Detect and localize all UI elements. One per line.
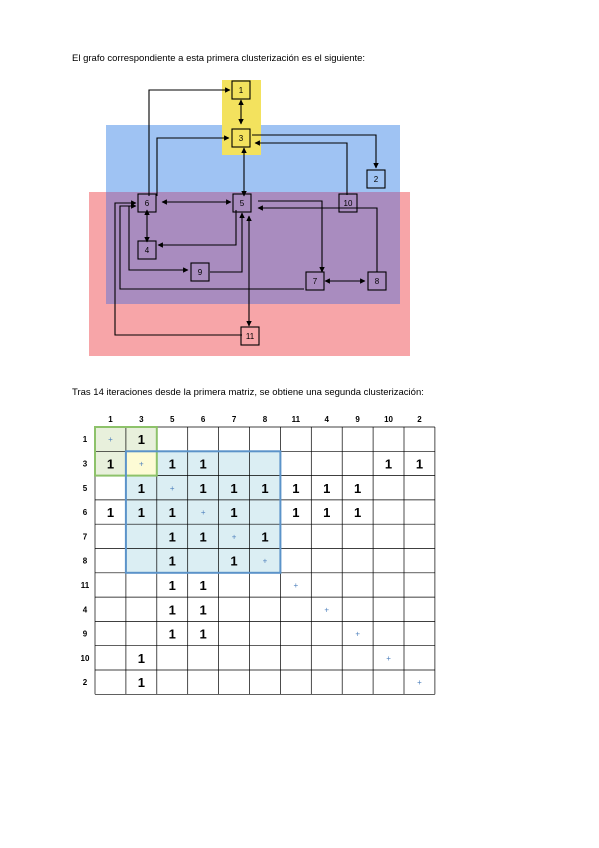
matrix-col-header: 11	[292, 415, 301, 424]
matrix-col-header: 8	[263, 415, 268, 424]
matrix-cell: 1	[230, 505, 237, 520]
graph-node-label: 10	[344, 199, 353, 208]
matrix-col-header: 6	[201, 415, 206, 424]
graph-node-label: 4	[145, 246, 150, 255]
matrix-cell: 1	[200, 456, 207, 471]
graph-node-label: 6	[145, 199, 150, 208]
matrix-cell: 1	[169, 456, 176, 471]
matrix-diagonal-cell: +	[417, 678, 422, 687]
matrix-cell: 1	[107, 456, 114, 471]
matrix-diagonal-cell: +	[108, 435, 113, 444]
graph-node-7: 7	[305, 271, 325, 291]
matrix-diagonal-cell: +	[324, 605, 329, 614]
matrix-row-header: 6	[83, 508, 88, 517]
matrix-cell: 1	[169, 505, 176, 520]
graph-node-6: 6	[137, 193, 157, 213]
matrix-row-header: 8	[83, 557, 88, 566]
matrix-diagonal-cell: +	[170, 484, 175, 493]
matrix-diagonal-cell: +	[232, 532, 237, 541]
graph-node-label: 9	[198, 268, 203, 277]
matrix-row-header: 2	[83, 678, 88, 687]
matrix-cell: 1	[261, 481, 268, 496]
matrix-cell: 1	[138, 432, 145, 447]
graph-node-label: 8	[375, 277, 380, 286]
graph-caption: El grafo correspondiente a esta primera …	[72, 53, 366, 64]
matrix-cell: 1	[292, 481, 299, 496]
matrix-cell: 1	[230, 481, 237, 496]
matrix-diagonal-cell: +	[201, 508, 206, 517]
matrix-cell: 1	[138, 481, 145, 496]
matrix-col-header: 7	[232, 415, 237, 424]
matrix-row-header: 10	[81, 654, 90, 663]
matrix-cell: 1	[200, 627, 207, 642]
matrix-cell: 1	[385, 456, 392, 471]
graph-node-label: 1	[239, 86, 244, 95]
matrix-cell: 1	[169, 627, 176, 642]
matrix-cell: 1	[169, 578, 176, 593]
matrix-col-header: 9	[355, 415, 360, 424]
matrix-col-header: 3	[139, 415, 144, 424]
graph-node-label: 7	[313, 277, 318, 286]
matrix-row-header: 4	[83, 605, 88, 614]
matrix-cell: 1	[354, 505, 361, 520]
matrix-cell: 1	[138, 505, 145, 520]
graph-node-label: 2	[374, 175, 379, 184]
matrix-cell: 1	[169, 529, 176, 544]
matrix-cell: 1	[200, 481, 207, 496]
matrix-overlap-fill	[125, 451, 157, 476]
matrix-diagonal-cell: +	[386, 654, 391, 663]
matrix-cell: 1	[200, 578, 207, 593]
matrix-col-header: 2	[417, 415, 422, 424]
matrix-cell: 1	[416, 456, 423, 471]
matrix-caption: Tras 14 iteraciones desde la primera mat…	[72, 387, 424, 398]
matrix-cell: 1	[230, 554, 237, 569]
matrix-diagonal-cell: +	[139, 459, 144, 468]
matrix-cell: 1	[138, 651, 145, 666]
graph-node-9: 9	[190, 262, 210, 282]
matrix-cell: 1	[200, 529, 207, 544]
matrix-cell: 1	[169, 602, 176, 617]
matrix-col-header: 10	[384, 415, 393, 424]
matrix-cell: 1	[323, 505, 330, 520]
matrix-cell: 1	[169, 554, 176, 569]
graph-node-label: 5	[240, 199, 245, 208]
matrix-row-header: 9	[83, 630, 88, 639]
graph-node-8: 8	[367, 271, 387, 291]
graph-node-11: 11	[240, 326, 260, 346]
matrix-row-header: 5	[83, 484, 88, 493]
cluster-graph: 1 3 2 6 5 10 4 9 7 8 11	[89, 80, 410, 356]
matrix-row-header: 1	[83, 435, 88, 444]
graph-node-label: 3	[239, 134, 244, 143]
matrix-cell: 1	[138, 675, 145, 690]
matrix-cell: 1	[261, 529, 268, 544]
graph-node-4: 4	[137, 240, 157, 260]
graph-node-1: 1	[231, 80, 251, 100]
graph-node-2: 2	[366, 169, 386, 189]
matrix-col-header: 1	[108, 415, 113, 424]
graph-node-10: 10	[338, 193, 358, 213]
matrix-row-header: 7	[83, 532, 88, 541]
matrix-cell: 1	[354, 481, 361, 496]
matrix-cell: 1	[107, 505, 114, 520]
matrix-cell: 1	[200, 602, 207, 617]
graph-node-label: 11	[246, 332, 255, 341]
matrix-diagonal-cell: +	[263, 557, 268, 566]
matrix-cluster-blue-border	[124, 450, 282, 574]
graph-node-5: 5	[232, 193, 252, 213]
matrix-row-header: 11	[81, 581, 90, 590]
overlap-cluster-region	[106, 192, 400, 304]
matrix-cell: 1	[323, 481, 330, 496]
graph-node-3: 3	[231, 128, 251, 148]
matrix-diagonal-cell: +	[355, 630, 360, 639]
matrix-cell: 1	[292, 505, 299, 520]
matrix-col-header: 4	[325, 415, 330, 424]
matrix-row-header: 3	[83, 459, 88, 468]
matrix-diagonal-cell: +	[294, 581, 299, 590]
matrix-col-header: 5	[170, 415, 175, 424]
